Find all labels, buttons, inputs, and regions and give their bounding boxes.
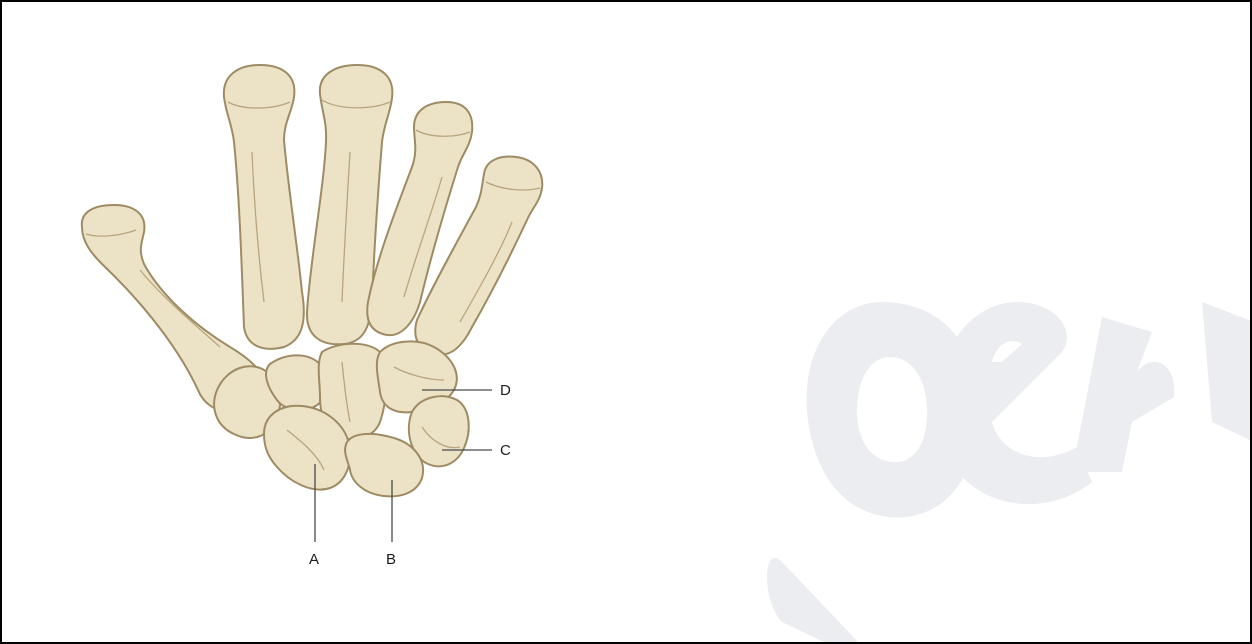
label-a: A <box>309 551 320 568</box>
label-b: B <box>386 551 397 568</box>
label-d: D <box>500 382 511 399</box>
label-c: C <box>500 442 511 459</box>
